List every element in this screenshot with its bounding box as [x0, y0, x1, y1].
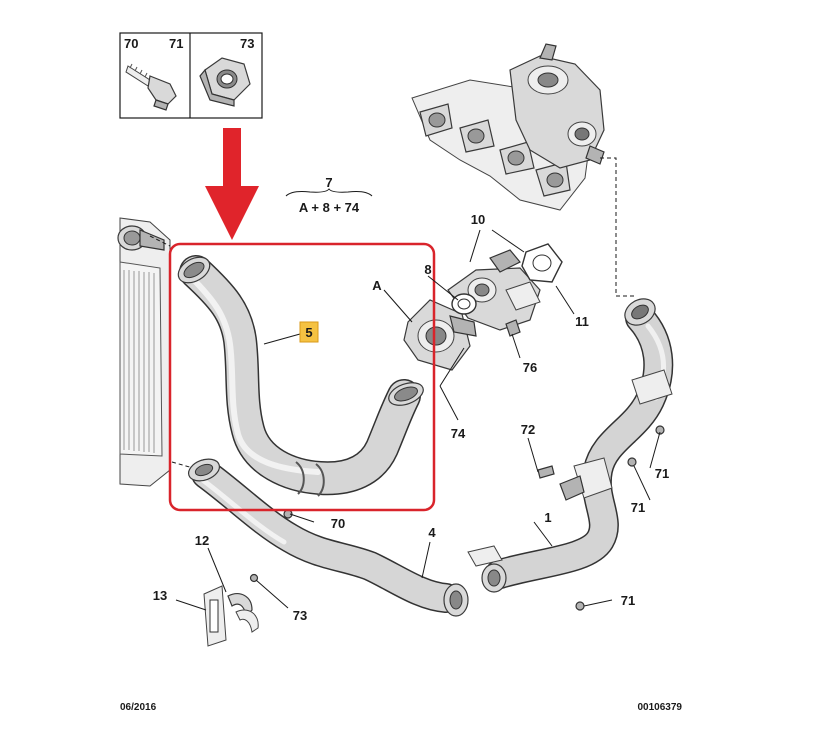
fastener-legend-box: 70 71 73 — [119, 32, 263, 119]
callout-a: A — [372, 278, 382, 293]
bolt-icon — [125, 63, 177, 111]
alignment-dash-intercooler-top — [149, 235, 171, 247]
assembly-number: 7 — [325, 175, 332, 190]
footer-date: 06/2016 — [120, 702, 157, 713]
callout-71-upper: 71 — [655, 466, 669, 481]
intercooler — [117, 217, 171, 487]
nut-icon — [199, 57, 251, 107]
callout-labels: 5 A 8 10 11 76 74 72 71 71 1 70 4 12 13 … — [153, 212, 669, 623]
callout-74: 74 — [451, 426, 466, 441]
callout-76: 76 — [523, 360, 537, 375]
bolt-part-76 — [505, 319, 521, 337]
callout-73: 73 — [293, 608, 307, 623]
legend-label-70: 70 — [124, 36, 138, 51]
small-fasteners — [249, 425, 665, 611]
part-5-badge — [299, 321, 319, 343]
callout-5: 5 — [305, 325, 312, 340]
callout-11: 11 — [575, 314, 589, 329]
gasket-part-8 — [451, 293, 477, 315]
pipe-part-1 — [467, 298, 674, 593]
hose-part-4 — [187, 458, 469, 617]
alignment-dash-turbo — [600, 157, 634, 297]
red-arrow-icon — [205, 128, 259, 240]
egr-valve-part-10 — [447, 249, 541, 331]
legend-label-73: 73 — [240, 36, 254, 51]
assembly-formula: A + 8 + 74 — [299, 200, 360, 215]
callout-70: 70 — [331, 516, 345, 531]
exhaust-manifold — [411, 43, 605, 211]
callout-71-lower: 71 — [621, 593, 635, 608]
assembly-label: 7 A + 8 + 74 — [285, 175, 373, 215]
legend-label-71: 71 — [169, 36, 183, 51]
callout-12: 12 — [195, 533, 209, 548]
callout-1: 1 — [544, 510, 551, 525]
footer-reference: 00106379 — [638, 702, 683, 713]
callout-8: 8 — [424, 262, 431, 277]
highlight-box — [168, 242, 436, 512]
callout-72: 72 — [521, 422, 535, 437]
callout-10: 10 — [471, 212, 485, 227]
callout-71-middle: 71 — [631, 500, 645, 515]
flange-part-a — [403, 299, 477, 371]
gasket-part-11 — [521, 243, 563, 283]
hose-part-5 — [177, 255, 424, 497]
bracket-part-13 — [203, 585, 227, 647]
callout-4: 4 — [428, 525, 436, 540]
leader-lines — [175, 229, 661, 611]
callout-13: 13 — [153, 588, 167, 603]
clip-part-12 — [227, 593, 259, 633]
